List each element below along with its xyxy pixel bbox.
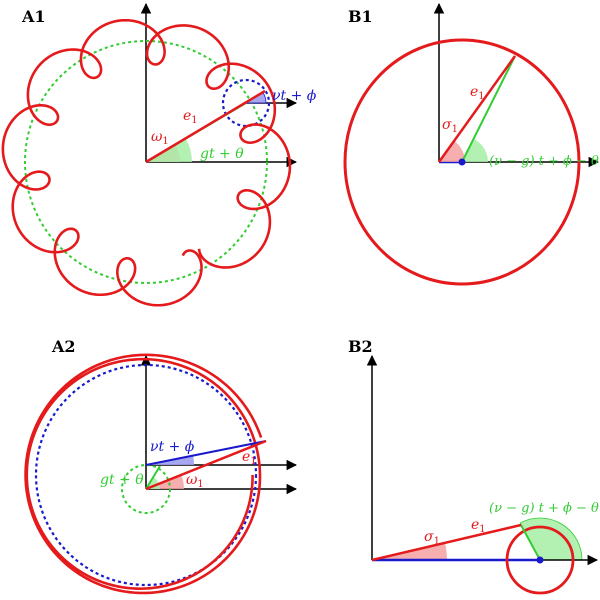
- a1-epicycloid-curve: [1, 18, 292, 307]
- b2-e1-label: e1: [471, 517, 486, 535]
- b1-ellipse: [343, 38, 581, 286]
- b1-e1-label: e1: [470, 84, 485, 102]
- a1-green-angle-label: gt + θ: [200, 146, 244, 162]
- b2-green-angle-label: (ν − g) t + ϕ − θ: [489, 501, 599, 516]
- a2-green-angle-label: gt + θ: [100, 472, 144, 488]
- b2-small-circle: [505, 525, 575, 595]
- a2-blue-angle-label: νt + ϕ: [150, 439, 195, 455]
- a1-epicycle-circle: [221, 78, 271, 128]
- a1-e1-label: e1: [183, 108, 198, 126]
- panel-a1-label: A1: [21, 7, 46, 26]
- a1-blue-angle-label: νt + ϕ: [272, 88, 317, 104]
- panel-b2: B2 σ1 e1 (ν − g) t + ϕ − θ: [348, 337, 599, 595]
- a2-omega-label: ω1: [186, 472, 204, 490]
- b1-sigma-angle: [439, 140, 465, 162]
- b1-e1-vector: [437, 55, 517, 163]
- a1-deferent-circle: [24, 40, 268, 284]
- panel-a2-label: A2: [51, 337, 76, 356]
- panel-b1: B1 e1 σ1 (ν − g) t + ϕ − θ: [343, 2, 599, 286]
- b1-sigma-label: σ1: [442, 117, 458, 135]
- a2-spiral-curve: [24, 353, 263, 595]
- a2-e1-label: e1: [242, 449, 257, 467]
- b2-e1-vector: [371, 523, 522, 562]
- a2-e1-vector: [145, 439, 267, 491]
- panel-b1-label: B1: [348, 7, 373, 26]
- b1-green-angle: [462, 138, 488, 162]
- panel-b2-label: B2: [348, 337, 373, 356]
- b2-sigma-label: σ1: [424, 529, 440, 547]
- panel-a2: A2 νt + ϕ e1 ω1 gt + θ: [24, 337, 298, 595]
- a2-small-green-circle: [121, 464, 171, 514]
- a2-large-blue-circle: [34, 363, 258, 587]
- b1-focus-point: [458, 158, 466, 166]
- panel-a1: A1 e1 ω1 gt + θ νt + ϕ: [1, 2, 317, 307]
- a2-blue-line: [145, 440, 267, 466]
- a2-green-line: [145, 465, 161, 490]
- a1-e1-vector: [145, 89, 266, 164]
- b2-focus-point: [536, 556, 544, 564]
- a1-omega-label: ω1: [151, 129, 169, 147]
- b1-green-line: [461, 55, 516, 163]
- b2-green-line: [520, 524, 541, 561]
- b1-green-angle-label: (ν − g) t + ϕ − θ: [489, 154, 599, 169]
